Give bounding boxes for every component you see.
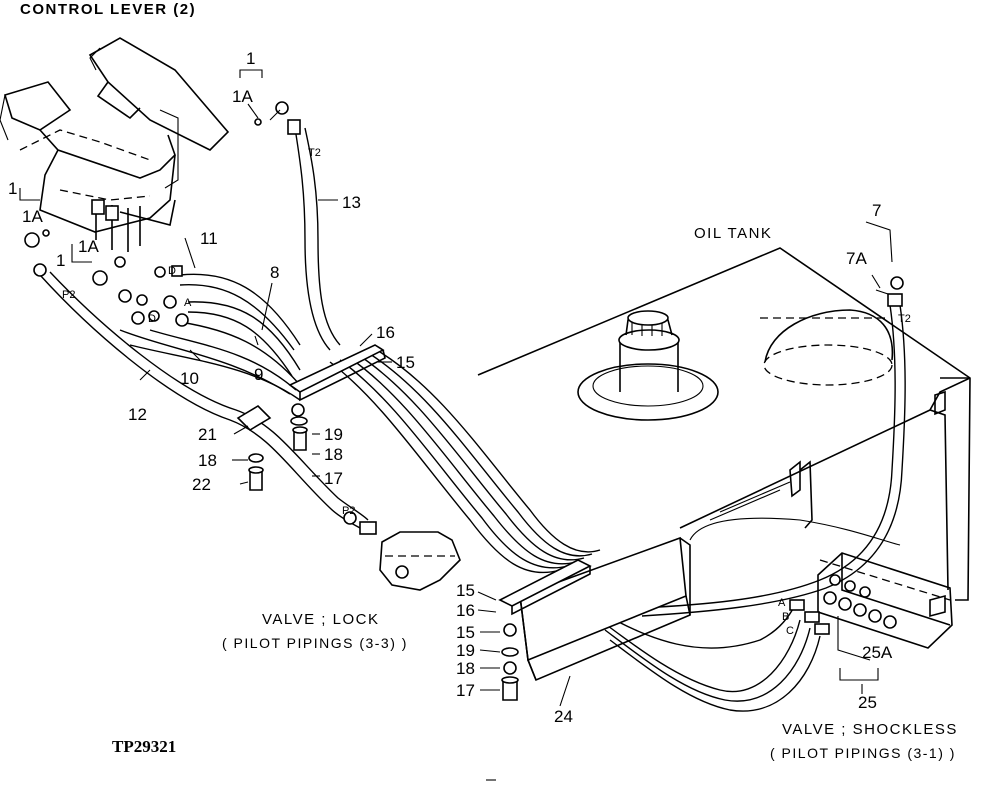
callout-17-bottom: 17 [456,681,475,700]
clamp-21 [236,404,272,491]
callout-18-left: 18 [198,451,217,470]
diagram-title: CONTROL LEVER (2) [20,1,197,18]
callout-16-top: 16 [376,323,395,342]
oil-tank-label: OIL TANK [694,225,773,242]
callout-25a: 25A [862,643,893,662]
port-label-t2-upper: T2 [308,147,321,159]
callout-10: 10 [180,369,199,388]
callout-11: 11 [200,229,218,248]
control-lever-drawing [0,37,230,252]
port-label-t2-tank: T2 [898,313,911,325]
figure-code: TP29321 [112,737,177,756]
callout-19-bottom: 19 [456,641,475,660]
lever-fittings [24,101,301,327]
port-label-c-valve: C [786,625,794,637]
callout-16-bottom: 16 [456,601,475,620]
shockless-valve-drawing [599,552,953,712]
port-label-d-lower: D [148,313,156,325]
callout-7: 7 [872,201,882,220]
port-label-a-valve: A [778,597,786,609]
callout-18-top: 18 [324,445,343,464]
callout-1-left: 1 [8,179,18,198]
callout-1a-top: 1A [232,87,253,106]
callout-15-bottom-2: 15 [456,623,475,642]
callout-22: 22 [192,475,211,494]
oil-tank-drawing [477,247,971,617]
callout-15-bottom-1: 15 [456,581,475,600]
callout-17-top: 17 [324,469,343,488]
port-label-a-left: A [184,297,192,309]
valve-lock-ref: ( PILOT PIPINGS (3-3) ) [222,635,408,651]
callout-1a-mid: 1A [78,237,99,256]
valve-lock-label: VALVE ; LOCK [262,611,380,628]
pilot-hoses-upper [119,127,341,401]
hose-bundle [329,351,601,574]
callout-15-top: 15 [396,353,415,372]
callout-8: 8 [270,263,280,282]
lower-clamp [498,559,592,701]
callout-12: 12 [128,405,147,424]
port-label-p2-left: P2 [62,289,76,301]
port-label-p2-lower: P2 [342,505,356,517]
port-label-b-valve: B [782,611,790,623]
callout-18-bottom: 18 [456,659,475,678]
leader-lines [19,69,893,707]
callout-1-top: 1 [246,49,256,68]
callout-21: 21 [198,425,217,444]
callout-24: 24 [554,707,573,726]
clamp-plate-24 [519,536,691,682]
callout-9: 9 [254,365,264,384]
valve-shockless-ref: ( PILOT PIPINGS (3-1) ) [770,745,956,761]
lock-valve-drawing [343,511,461,591]
callout-7a: 7A [846,249,867,268]
callout-19-top: 19 [324,425,343,444]
upper-clamp [288,344,386,451]
valve-shockless-label: VALVE ; SHOCKLESS [782,721,958,738]
port-label-d-upper: D [168,265,176,277]
callout-1a-left: 1A [22,207,43,226]
callout-13: 13 [342,193,361,212]
callout-25: 25 [858,693,877,712]
callout-1-mid: 1 [56,251,66,270]
